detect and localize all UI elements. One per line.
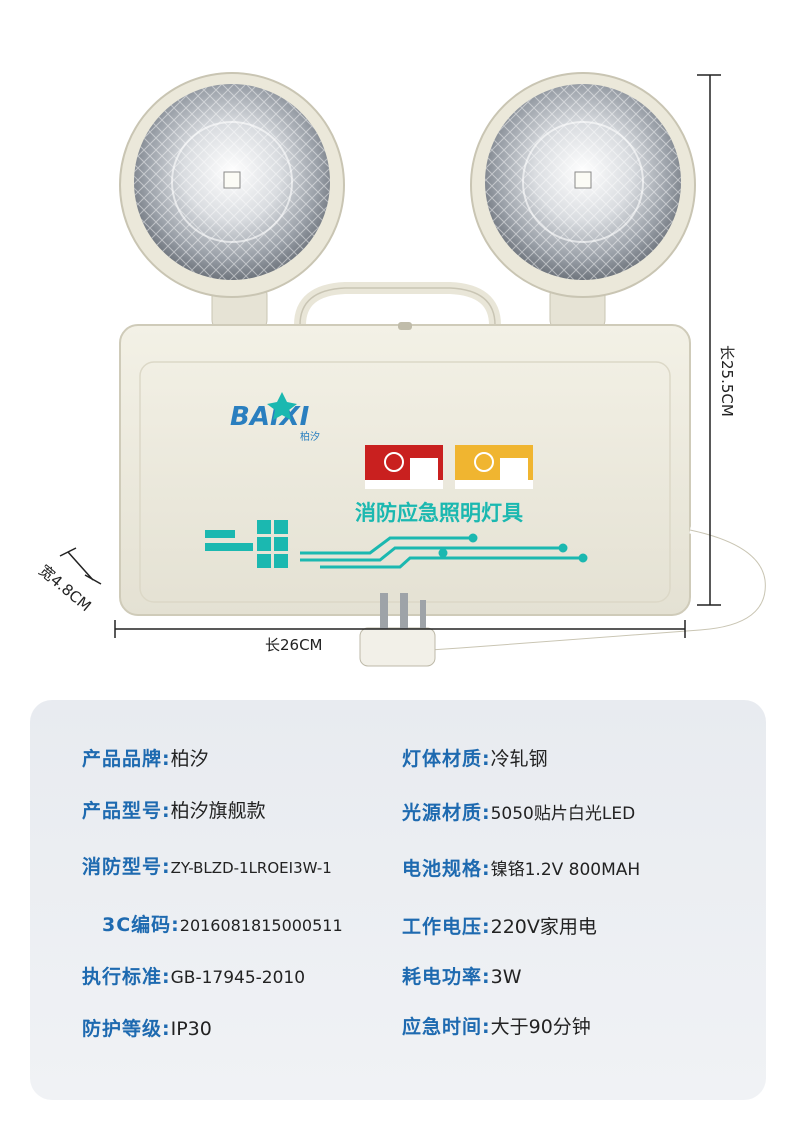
spec-label: 应急时间: bbox=[402, 1016, 491, 1038]
star-icon bbox=[267, 392, 297, 420]
test-button bbox=[398, 322, 412, 330]
spec-voltage: 工作电压:220V家用电 bbox=[402, 912, 597, 939]
power-plug bbox=[359, 593, 436, 667]
spec-value: 柏汐 bbox=[170, 748, 209, 770]
spec-emergency-time: 应急时间:大于90分钟 bbox=[402, 1012, 591, 1039]
spec-power: 耗电功率:3W bbox=[402, 962, 521, 989]
spec-light-source: 光源材质:5050贴片白光LED bbox=[402, 798, 635, 825]
right-led-chip bbox=[574, 171, 592, 189]
circuit-decoration bbox=[205, 520, 588, 569]
spec-value: 大于90分钟 bbox=[490, 1016, 591, 1038]
spec-value: 柏汐旗舰款 bbox=[170, 800, 266, 822]
spec-value: 镍铬1.2V 800MAH bbox=[490, 860, 641, 880]
cert-sticker-red bbox=[365, 445, 443, 489]
spec-label: 执行标准: bbox=[82, 966, 171, 988]
brand-logo-cn: 柏汐 bbox=[300, 430, 320, 443]
spec-fire-model: 消防型号:ZY-BLZD-1LROEI3W-1 bbox=[82, 852, 332, 879]
panel-title: 消防应急照明灯具 bbox=[355, 501, 523, 525]
carry-handle bbox=[294, 282, 501, 331]
spec-value: 3W bbox=[490, 966, 522, 988]
spec-label: 防护等级: bbox=[82, 1018, 171, 1040]
brand-logo-text: BAIXI bbox=[230, 402, 310, 432]
length-dimension-label: 长26CM bbox=[265, 636, 323, 654]
spec-brand: 产品品牌:柏汐 bbox=[82, 744, 209, 771]
brand-logo: BAIXI 柏汐 bbox=[230, 392, 320, 443]
left-led-chip bbox=[223, 171, 241, 189]
right-lamp-head bbox=[470, 72, 696, 298]
spec-label: 产品品牌: bbox=[82, 748, 171, 770]
spec-label: 产品型号: bbox=[82, 800, 171, 822]
spec-standard: 执行标准:GB-17945-2010 bbox=[82, 962, 305, 989]
spec-value: 2016081815000511 bbox=[179, 916, 343, 935]
length-dimension bbox=[114, 620, 686, 638]
left-lamp-head bbox=[119, 72, 345, 298]
spec-material: 灯体材质:冷轧钢 bbox=[402, 744, 548, 771]
spec-3c-code: 3C编码:2016081815000511 bbox=[102, 910, 343, 937]
height-dimension bbox=[697, 74, 721, 606]
product-image: BAIXI 柏汐 消防应急照明灯具 bbox=[35, 72, 766, 667]
height-dimension-label: 长25.5CM bbox=[718, 345, 736, 417]
spec-label: 电池规格: bbox=[402, 858, 491, 880]
cert-sticker-yellow bbox=[455, 445, 533, 489]
spec-label: 光源材质: bbox=[402, 802, 491, 824]
spec-value: 冷轧钢 bbox=[490, 748, 548, 770]
spec-label: 消防型号: bbox=[82, 856, 171, 878]
spec-panel: 产品品牌:柏汐 产品型号:柏汐旗舰款 消防型号:ZY-BLZD-1LROEI3W… bbox=[30, 700, 766, 1100]
width-dimension bbox=[59, 547, 102, 585]
spec-label: 3C编码: bbox=[102, 914, 180, 936]
spec-protection: 防护等级:IP30 bbox=[82, 1014, 212, 1041]
spec-model: 产品型号:柏汐旗舰款 bbox=[82, 796, 266, 823]
spec-battery: 电池规格:镍铬1.2V 800MAH bbox=[402, 854, 640, 881]
spec-value: 220V家用电 bbox=[490, 916, 597, 938]
spec-label: 工作电压: bbox=[402, 916, 491, 938]
spec-value: ZY-BLZD-1LROEI3W-1 bbox=[170, 859, 332, 877]
width-dimension-label: 宽4.8CM bbox=[35, 561, 94, 615]
spec-value: IP30 bbox=[170, 1018, 212, 1040]
spec-value: GB-17945-2010 bbox=[170, 968, 306, 988]
spec-label: 耗电功率: bbox=[402, 966, 491, 988]
spec-value: 5050贴片白光LED bbox=[490, 804, 636, 824]
spec-label: 灯体材质: bbox=[402, 748, 491, 770]
